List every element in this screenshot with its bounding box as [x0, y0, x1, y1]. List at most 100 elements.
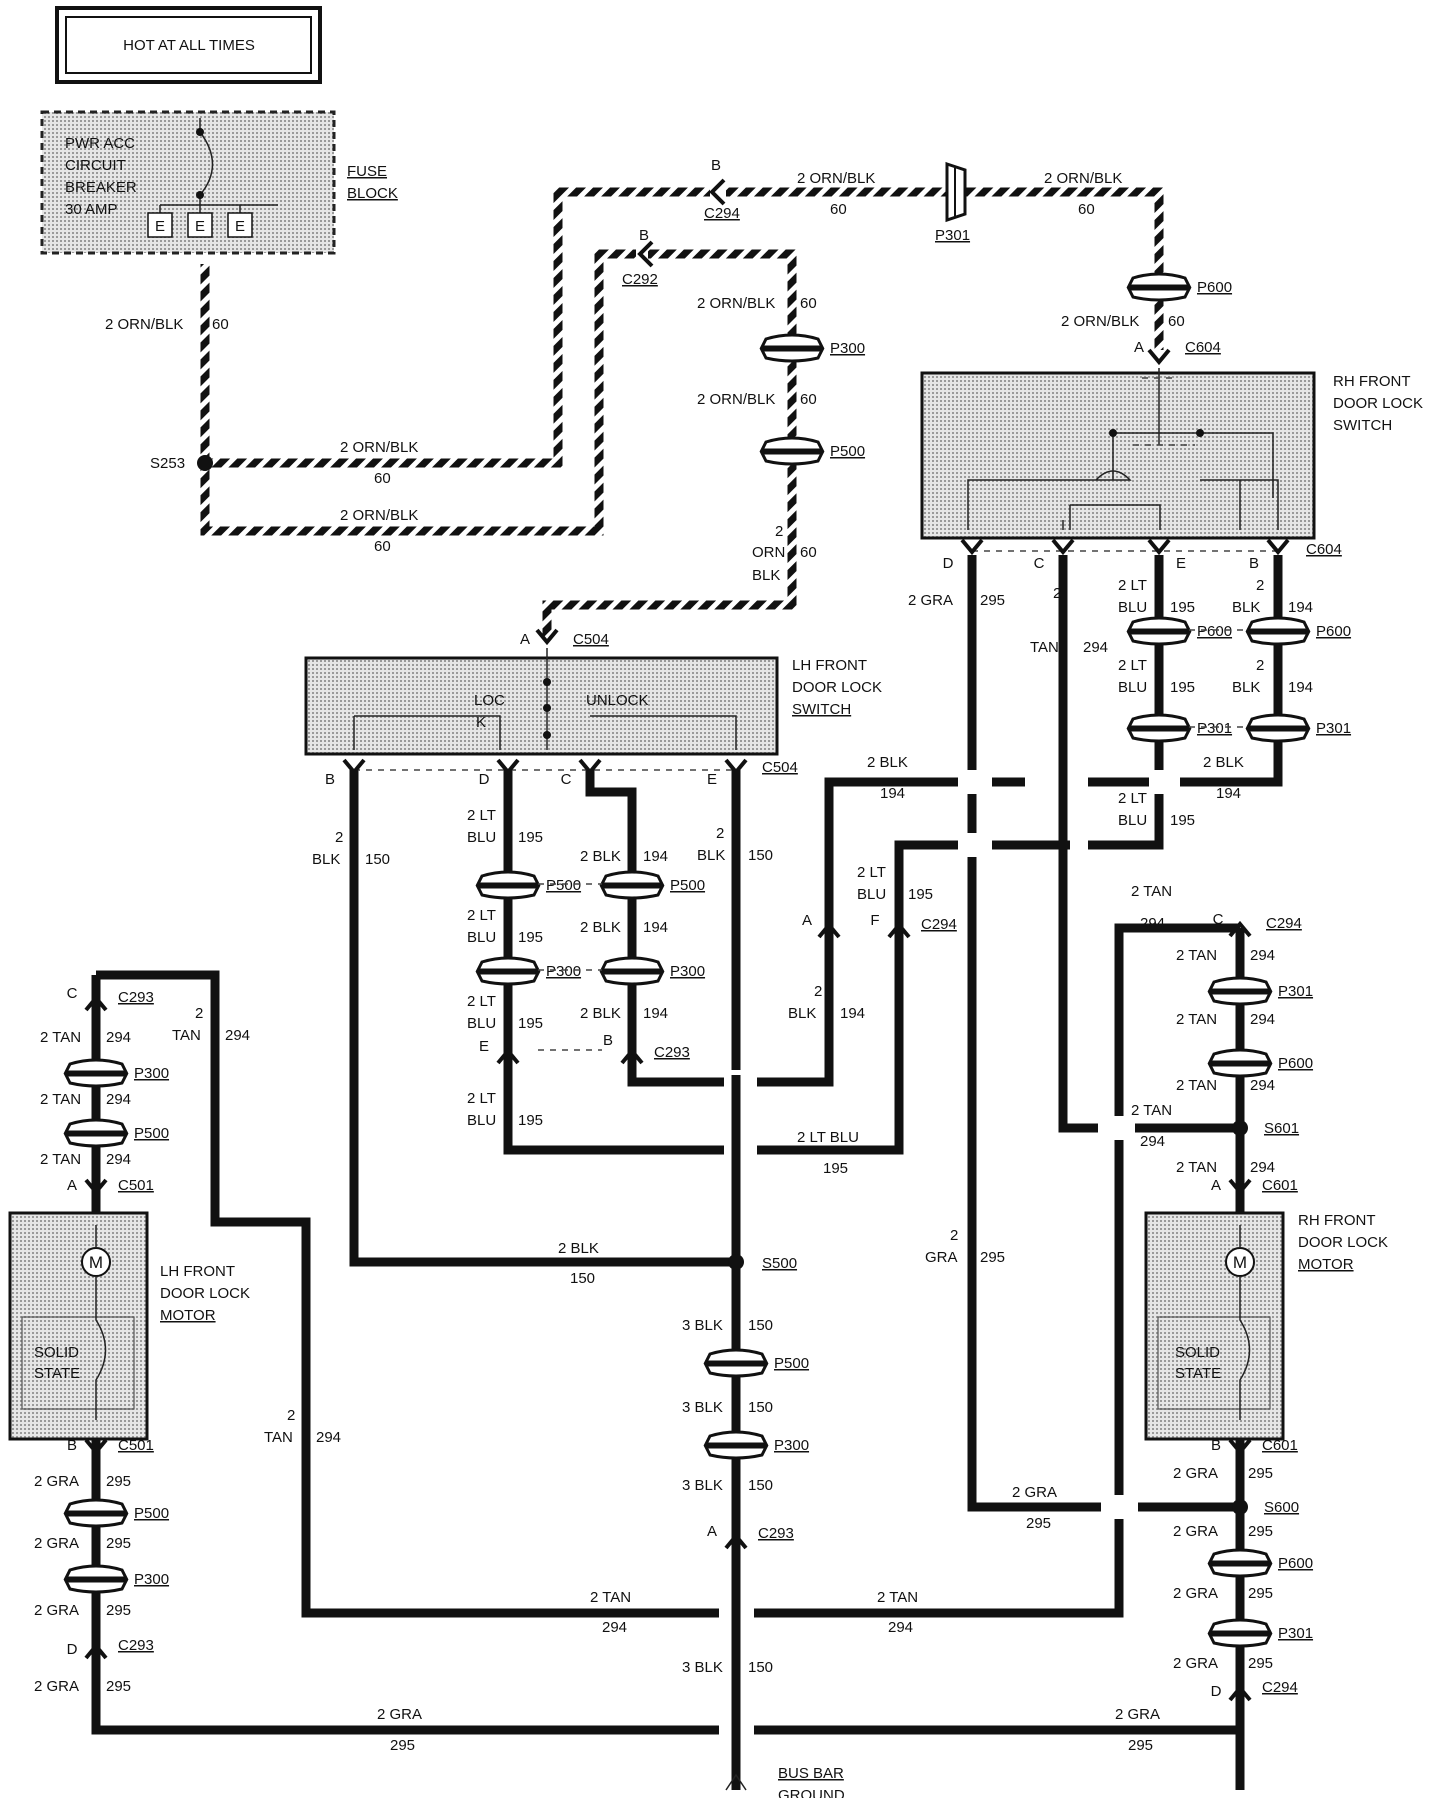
fuse-label-line1: PWR ACC [65, 135, 135, 152]
bus-bar-ground: BUS BAR GROUND [725, 1765, 845, 1798]
svg-text:BLU: BLU [1118, 679, 1147, 696]
svg-text:194: 194 [1216, 785, 1241, 802]
svg-text:2 GRA: 2 GRA [1173, 1655, 1218, 1672]
svg-text:E: E [195, 218, 205, 235]
svg-text:B: B [67, 1437, 77, 1454]
svg-text:K: K [476, 714, 486, 731]
lh-door-lock-motor: M SOLID STATE LH FRONT DOOR LOCK MOTOR [8, 1211, 250, 1441]
svg-text:2 ORN/BLK: 2 ORN/BLK [105, 316, 183, 333]
svg-text:P300: P300 [134, 1065, 169, 1082]
svg-text:2: 2 [814, 983, 822, 1000]
splice-s253 [197, 455, 213, 471]
svg-text:2 LT: 2 LT [467, 907, 496, 924]
connector-p600: P600 [1126, 272, 1232, 302]
power-wires [200, 187, 1164, 640]
svg-text:S600: S600 [1264, 1499, 1299, 1516]
svg-text:2 TAN: 2 TAN [1176, 1011, 1217, 1028]
svg-text:294: 294 [106, 1151, 131, 1168]
svg-text:294: 294 [106, 1029, 131, 1046]
svg-text:2 GRA: 2 GRA [1115, 1706, 1160, 1723]
svg-text:194: 194 [880, 785, 905, 802]
svg-text:C294: C294 [1266, 915, 1302, 932]
svg-text:2 ORN/BLK: 2 ORN/BLK [1061, 313, 1139, 330]
fuse-terminal-1 [147, 212, 173, 238]
connector-p300: P300 [63, 1564, 169, 1594]
svg-text:295: 295 [1248, 1655, 1273, 1672]
svg-text:F: F [870, 912, 879, 929]
svg-text:194: 194 [643, 848, 668, 865]
connector-pin-d: D [943, 538, 984, 572]
lh-door-lock-switch: LOC K UNLOCK LH FRONT DOOR LOCK SWITCH [304, 648, 882, 771]
svg-text:C504: C504 [762, 759, 798, 776]
svg-text:C294: C294 [921, 916, 957, 933]
svg-text:2 TAN: 2 TAN [1176, 947, 1217, 964]
svg-text:BLK: BLK [752, 567, 780, 584]
svg-text:D: D [479, 771, 490, 788]
svg-text:C294: C294 [1262, 1679, 1298, 1696]
svg-text:2 LT BLU: 2 LT BLU [797, 1129, 859, 1146]
connector-p500: P500 [475, 870, 581, 900]
svg-text:295: 295 [1248, 1585, 1273, 1602]
lh-motor-label: LH FRONT [160, 1263, 235, 1280]
inline-connectors: P300 P500 P600 P301 P500 P500 P300 P300 … [63, 161, 1351, 1648]
svg-text:S601: S601 [1264, 1120, 1299, 1137]
svg-text:BLK: BLK [1232, 679, 1260, 696]
svg-text:B: B [1211, 1437, 1221, 1454]
connector-pin-e: E [479, 1038, 520, 1065]
svg-text:294: 294 [1250, 1159, 1275, 1176]
svg-text:295: 295 [390, 1737, 415, 1754]
connector-pin-e: E [1147, 538, 1186, 572]
svg-text:B: B [711, 157, 721, 174]
svg-text:2 GRA: 2 GRA [1173, 1465, 1218, 1482]
svg-text:3 BLK: 3 BLK [682, 1317, 723, 1334]
svg-text:2: 2 [950, 1227, 958, 1244]
svg-text:294: 294 [1140, 1133, 1165, 1150]
connector-pin-b: B [325, 758, 366, 788]
connector-p300: P300 [599, 956, 705, 986]
svg-text:STATE: STATE [1175, 1365, 1221, 1382]
svg-text:C: C [67, 985, 78, 1002]
unlock-label: UNLOCK [586, 692, 649, 709]
svg-text:DOOR LOCK: DOOR LOCK [1298, 1234, 1388, 1251]
rh-motor-symbol: M [1233, 1253, 1247, 1272]
svg-text:2 TAN: 2 TAN [1176, 1159, 1217, 1176]
svg-text:294: 294 [1083, 639, 1108, 656]
svg-text:294: 294 [602, 1619, 627, 1636]
svg-text:SWITCH: SWITCH [1333, 417, 1392, 434]
svg-text:P300: P300 [134, 1571, 169, 1588]
svg-text:BLK: BLK [312, 851, 340, 868]
svg-text:C293: C293 [118, 989, 154, 1006]
connector-pin-d: D [479, 758, 520, 788]
svg-text:2 LT: 2 LT [1118, 790, 1147, 807]
fuse-block-label: FUSE [347, 163, 387, 180]
svg-text:C293: C293 [758, 1525, 794, 1542]
connector-p301: P301 [1245, 713, 1351, 743]
svg-text:2 GRA: 2 GRA [34, 1535, 79, 1552]
svg-text:294: 294 [1140, 915, 1165, 932]
connector-p300: P300 [63, 1058, 169, 1088]
svg-text:C: C [561, 771, 572, 788]
svg-text:3 BLK: 3 BLK [682, 1399, 723, 1416]
svg-text:295: 295 [1248, 1523, 1273, 1540]
svg-text:295: 295 [106, 1678, 131, 1695]
lh-solid-state: SOLID [34, 1344, 79, 1361]
svg-text:150: 150 [748, 1399, 773, 1416]
svg-text:P600: P600 [1197, 279, 1232, 296]
svg-text:ORN: ORN [752, 544, 785, 561]
svg-text:60: 60 [212, 316, 229, 333]
svg-text:2 TAN: 2 TAN [40, 1029, 81, 1046]
connector-p600: P600 [1126, 616, 1232, 646]
svg-text:P300: P300 [546, 963, 581, 980]
svg-text:2 LT: 2 LT [467, 807, 496, 824]
svg-text:2 ORN/BLK: 2 ORN/BLK [340, 439, 418, 456]
connector-p300: P300 [703, 1430, 809, 1460]
svg-text:294: 294 [316, 1429, 341, 1446]
lh-motor-symbol: M [89, 1253, 103, 1272]
svg-text:TAN: TAN [172, 1027, 201, 1044]
svg-text:P600: P600 [1278, 1055, 1313, 1072]
connector-p500: P500 [759, 436, 865, 466]
